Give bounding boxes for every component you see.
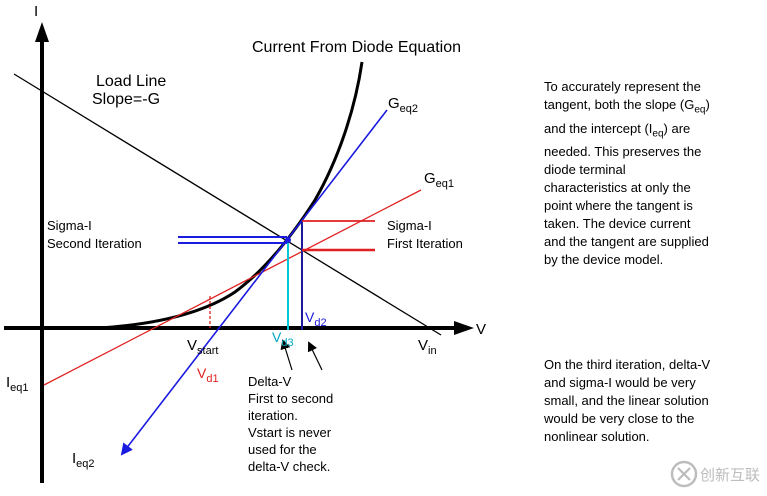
note-bottom-line: On the third iteration, delta-V — [544, 357, 711, 372]
vd3-label: Vd3 — [272, 329, 294, 349]
vin-label: Vin — [418, 337, 437, 357]
delta-v-label: Delta-V — [248, 374, 292, 389]
delta-v-label-l4: Vstart is never — [248, 425, 332, 440]
delta-v-arrow-right — [307, 341, 323, 371]
y-axis-label: I — [34, 3, 38, 20]
delta-v-label-l5: used for the — [248, 442, 317, 457]
watermark-text: 创新互联 — [700, 466, 760, 484]
sigma-second-label: Sigma-I — [47, 218, 92, 233]
note-bottom: On the third iteration, delta-V and sigm… — [544, 356, 764, 446]
watermark-logo: 创新互联 — [670, 460, 760, 488]
note-bottom-line: small, and the linear solution — [544, 393, 709, 408]
note-top: To accurately represent the tangent, bot… — [544, 78, 764, 269]
diagram-title: Current From Diode Equation — [252, 39, 461, 56]
note-top-line: taken. The device current — [544, 216, 691, 232]
note-top-line: tangent, both the slope (Geq) — [544, 97, 710, 116]
note-top-line: needed. This preserves the — [544, 144, 702, 160]
note-top-line: point where the tangent is — [544, 198, 693, 214]
x-axis-arrowhead — [454, 321, 474, 335]
operating-point-marker — [285, 237, 291, 243]
delta-v-label-l3: iteration. — [248, 408, 298, 423]
note-top-line: by the device model. — [544, 252, 664, 268]
geq1-label: Geq1 — [424, 170, 454, 190]
note-top-line: characteristics at only the — [544, 180, 691, 196]
delta-v-label-l6: delta-V check. — [248, 459, 330, 474]
note-top-line: and the intercept (Ieq) are — [544, 120, 691, 140]
note-top-line: diode terminal — [544, 162, 626, 178]
y-axis-arrowhead — [35, 22, 49, 42]
x-axis-label: V — [476, 321, 486, 338]
sigma-second-label-line2: Second Iteration — [47, 236, 142, 251]
note-bottom-line: nonlinear solution. — [544, 429, 650, 444]
sigma-first-label: Sigma-I — [387, 218, 432, 233]
vd1-label: Vd1 — [197, 365, 219, 385]
note-bottom-line: would be very close to the — [544, 411, 695, 426]
note-top-line: and the tangent are supplied — [544, 234, 709, 250]
note-bottom-line: and sigma-I would be very — [544, 375, 696, 390]
vstart-label: Vstart — [187, 337, 218, 357]
ieq1-label: Ieq1 — [6, 374, 29, 394]
vd2-label: Vd2 — [305, 309, 327, 329]
geq2-label: Geq2 — [388, 95, 418, 115]
delta-v-arrow-left — [280, 339, 293, 371]
delta-v-label-l2: First to second — [248, 391, 333, 406]
geq2-tangent-line — [120, 109, 388, 456]
note-top-line: To accurately represent the — [544, 79, 701, 94]
load-line-slope-label: Slope=-G — [92, 91, 160, 108]
geq1-tangent-line — [43, 189, 422, 386]
load-line-label: Load Line — [96, 73, 166, 90]
load-line — [13, 73, 442, 336]
ieq2-label: Ieq2 — [72, 450, 95, 470]
sigma-first-label-line2: First Iteration — [387, 236, 463, 251]
